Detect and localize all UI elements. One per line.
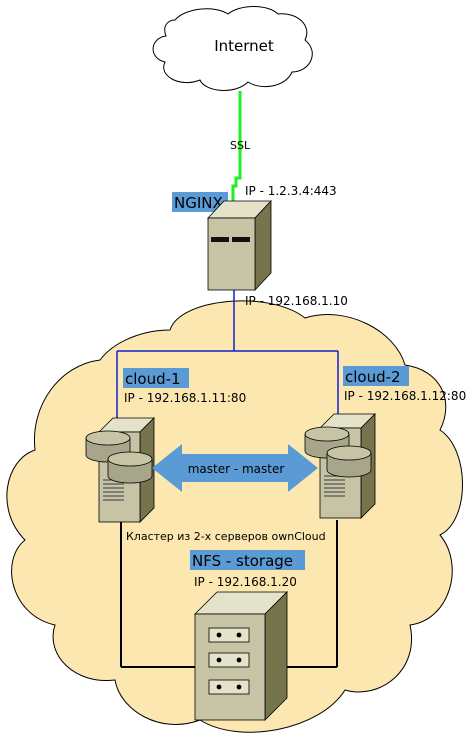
replication-label: master - master xyxy=(188,462,285,476)
replication-arrow xyxy=(152,444,318,492)
internet-cloud xyxy=(152,6,313,91)
nginx-internal-ip: IP - 192.168.1.10 xyxy=(245,294,348,308)
cloud1-label-bg xyxy=(123,368,189,388)
cloud2-label: cloud-2 xyxy=(345,368,401,386)
cloud1-server-icon xyxy=(85,417,155,523)
nfs-ip: IP - 192.168.1.20 xyxy=(194,575,297,589)
ssl-link xyxy=(231,91,242,205)
nfs-label-bg xyxy=(190,550,305,570)
cloud1-label: cloud-1 xyxy=(125,370,181,388)
cloud1-ip: IP - 192.168.1.11:80 xyxy=(124,391,246,405)
nginx-server-icon xyxy=(207,199,272,292)
cloud2-label-bg xyxy=(343,366,409,386)
cluster-caption: Кластер из 2-х серверов ownCloud xyxy=(126,530,326,543)
nfs-label: NFS - storage xyxy=(192,552,293,570)
ssl-label: SSL xyxy=(230,139,251,152)
nginx-label: NGINX xyxy=(174,194,223,212)
cloud2-server-icon xyxy=(304,413,376,519)
cloud1-db-icon xyxy=(85,430,153,484)
nfs-storage-icon xyxy=(194,591,288,721)
nginx-ip: IP - 1.2.3.4:443 xyxy=(245,184,337,198)
internet-label: Internet xyxy=(214,37,274,55)
nginx-label-bg xyxy=(172,192,228,212)
cloud2-ip: IP - 192.168.1.12:80 xyxy=(344,389,466,403)
cloud2-db-icon xyxy=(304,426,372,478)
